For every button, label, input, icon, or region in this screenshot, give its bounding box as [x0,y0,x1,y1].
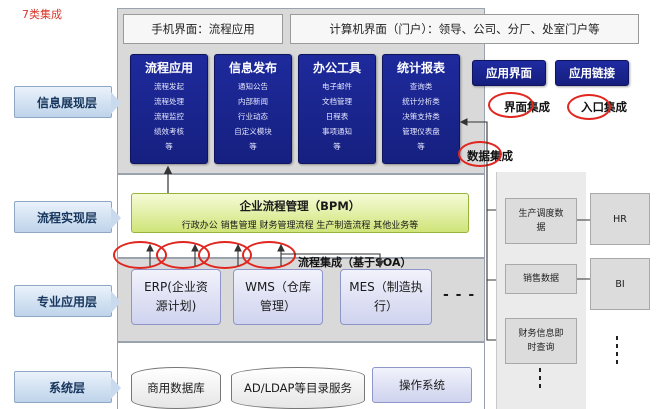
mes-box: MES（制造执行） [340,269,432,325]
mes-label: MES（制造执行） [349,280,423,313]
corner-title: 7类集成 [22,8,62,21]
hr-box: HR [590,193,650,245]
app-column-item: 日程表 [325,112,349,121]
side-item-finance: 财务信息即时查询 [505,318,577,364]
app-column-item: 等 [417,142,425,151]
side-item-production: 生产调度数据 [505,198,577,244]
side-item-label: 财务信息即时查询 [518,329,564,353]
entry-integration-ring [567,94,611,120]
bpm-box: 企业流程管理（BPM） 行政办公 销售管理 财务管理流程 生产制造流程 其他业务… [131,193,469,233]
app-column-item: 流程监控 [154,112,184,121]
bpm-title: 企业流程管理（BPM） [239,199,361,213]
bi-box: BI [590,258,650,310]
process-integration-label: 流程集成（基于SOA） [298,256,412,269]
app-column-report: 统计报表 查询类 统计分析类 决策支持类 管理仪表盘 等 [382,54,460,164]
app-column-item: 等 [165,142,173,151]
layer-label-app: 专业应用层 [14,285,121,317]
side-item-sales: 销售数据 [505,264,577,294]
app-column-item: 自定义模块 [234,127,272,136]
app-column-item: 绩效考核 [154,127,184,136]
process-integration-ring [242,241,296,269]
app-column-process: 流程应用 流程发起 流程处理 流程监控 绩效考核 等 [130,54,208,164]
app-column-title: 办公工具 [312,61,361,75]
erp-label: ERP(企业资源计划) [144,280,208,313]
app-column-item: 行业动态 [238,112,268,121]
app-column-item: 等 [333,142,341,151]
layer-label-sys: 系统层 [14,371,121,403]
sales-data-line [486,210,496,281]
app-column-item: 文档管理 [322,97,352,106]
app-column-item: 内部新闻 [238,97,268,106]
bpm-subtitle: 行政办公 销售管理 财务管理流程 生产制造流程 其他业务等 [181,221,419,231]
data-integration-ring [458,141,502,167]
app-column-office: 办公工具 电子邮件 文档管理 日程表 事项通知 等 [298,54,376,164]
directory-service-cylinder: AD/LDAP等目录服务 [231,367,365,409]
app-column-item: 流程发起 [154,82,184,91]
app-ui-button: 应用界面 [472,60,546,86]
layer-label-info: 信息展现层 [14,86,121,118]
finance-data-line [486,280,496,341]
database-cylinder: 商用数据库 [131,367,221,409]
app-column-item: 通知公告 [238,82,268,91]
app-column-title: 统计报表 [396,61,445,75]
app-column-info: 信息发布 通知公告 内部新闻 行业动态 自定义模块 等 [214,54,292,164]
layer-label-flow: 流程实现层 [14,201,121,233]
wms-box: WMS（仓库管理） [233,269,323,325]
app-column-title: 流程应用 [144,61,193,75]
mobile-interface-box: 手机界面：流程应用 [123,14,283,44]
wms-label: WMS（仓库管理） [245,280,311,313]
erp-box: ERP(企业资源计划) [131,269,221,325]
app-column-title: 信息发布 [228,61,277,75]
app-column-item: 流程处理 [154,97,184,106]
app-link-button: 应用链接 [555,60,629,86]
app-column-item: 管理仪表盘 [402,127,440,136]
app-column-item: 统计分析类 [402,97,440,106]
app-column-item: 事项通知 [322,127,352,136]
app-column-item: 查询类 [409,82,433,91]
ui-integration-ring [488,92,534,118]
app-column-item: 等 [249,142,257,151]
side-item-label: 生产调度数据 [518,209,564,233]
os-box: 操作系统 [372,367,472,403]
app-column-item: 决策支持类 [402,112,440,121]
app-column-item: 电子邮件 [322,82,352,91]
more-systems-ellipsis: - - - [443,287,476,303]
pc-portal-box: 计算机界面（门户）：领导、公司、分厂、处室门户等 [290,14,639,44]
